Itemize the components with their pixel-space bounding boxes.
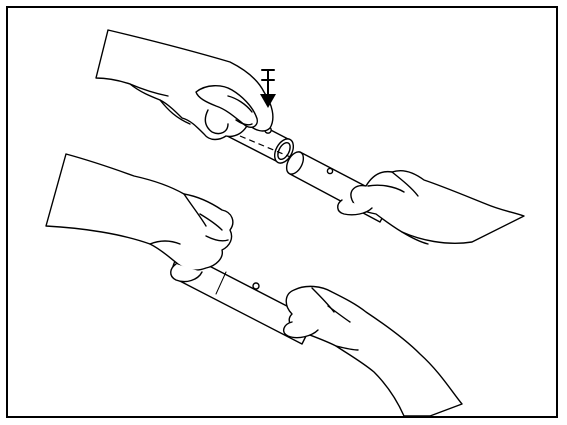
hand-lower-left-icon — [45, 153, 234, 283]
hand-right-upper-icon — [337, 170, 525, 245]
bottom-step-illustration — [45, 153, 463, 417]
top-step-illustration — [95, 29, 525, 245]
hand-lower-right-icon — [282, 285, 463, 417]
hand-upper-left-icon — [95, 29, 274, 141]
push-pin-arrow-icon — [260, 69, 276, 108]
